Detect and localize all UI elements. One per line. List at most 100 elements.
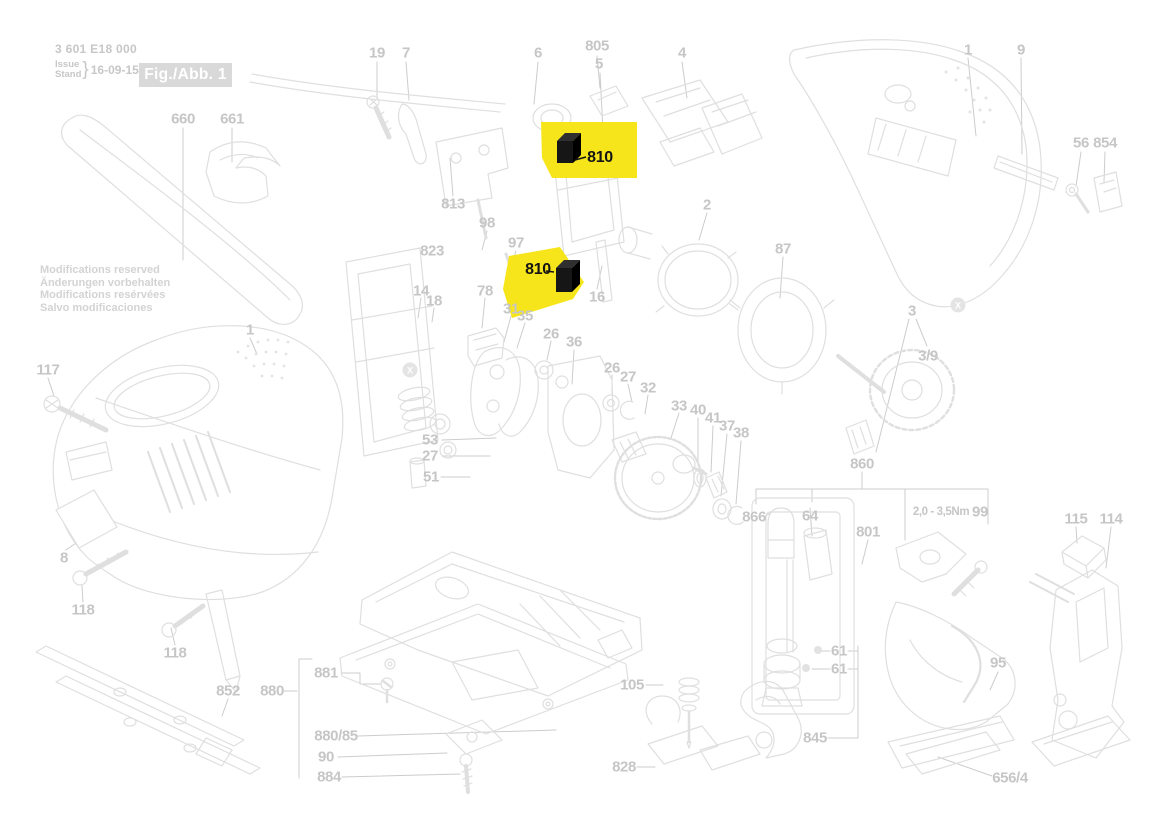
sketch-bracket-36 <box>547 355 615 479</box>
sketch-foot-right <box>1029 535 1131 767</box>
sketch-bracket-828 <box>645 695 761 771</box>
part-label-3-9: 3/9 <box>918 347 938 365</box>
sketch-armature-2 <box>618 226 739 317</box>
sketch-rod-16 <box>595 239 613 303</box>
sketch-field-ring-87 <box>729 277 835 395</box>
sketch-saddle-661 <box>205 141 281 204</box>
part-label-656-4: 656/4 <box>992 769 1028 787</box>
part-label-5: 5 <box>595 55 603 73</box>
carbon-brush-icon <box>556 260 580 292</box>
sketch-baseplate-880 <box>339 551 643 794</box>
carbon-brush-icon <box>557 133 581 163</box>
modification-note-line: Änderungen vorbehalten <box>40 276 171 289</box>
part-label-56: 56 <box>1073 134 1089 152</box>
unavailable-part-marker-icon: X <box>950 297 966 313</box>
modification-note-line: Modifications reserved <box>40 264 160 276</box>
highlighted-part-label: 810 <box>587 149 613 166</box>
part-label-95: 95 <box>990 654 1006 672</box>
sketch-strips-852 <box>35 645 261 775</box>
part-label-36: 36 <box>566 333 582 351</box>
part-label-866: 866 <box>742 508 766 526</box>
part-label-78: 78 <box>477 282 493 300</box>
sketch-foot-left <box>884 601 1016 775</box>
part-label-32: 32 <box>640 379 656 397</box>
figure-label-box: Fig./Abb. 1 <box>139 63 232 87</box>
part-label-31: 31 <box>503 300 519 318</box>
part-label-854: 854 <box>1093 134 1117 152</box>
part-label-6: 6 <box>534 44 542 62</box>
part-label-61: 61 <box>831 642 847 660</box>
part-label-117: 117 <box>36 361 60 379</box>
part-label-105: 105 <box>620 676 644 694</box>
part-label-3: 3 <box>908 302 916 320</box>
part-label-97: 97 <box>508 234 524 252</box>
part-label-64: 64 <box>802 507 818 525</box>
part-label-41: 41 <box>705 409 721 427</box>
sketch-screws-118 <box>72 549 206 638</box>
sketch-connector-78 <box>467 327 505 367</box>
part-label-51: 51 <box>423 468 439 486</box>
highlight-810-top <box>541 122 637 178</box>
part-label-26: 26 <box>543 325 559 343</box>
part-label-828: 828 <box>612 758 636 776</box>
sketch-lever-845 <box>740 680 802 759</box>
part-label-114: 114 <box>1099 510 1123 528</box>
part-label-98: 98 <box>479 214 495 232</box>
sketch-armature-3 <box>836 348 956 455</box>
part-label-1: 1 <box>964 41 972 59</box>
document-part-number: 3 601 E18 000 <box>55 42 137 56</box>
highlight-810-bottom <box>503 247 584 318</box>
part-label-845: 845 <box>803 729 827 747</box>
sketch-clip-7 <box>397 103 427 165</box>
part-label-33: 33 <box>671 397 687 415</box>
part-label-18: 18 <box>426 292 442 310</box>
part-label-2-0---3-5Nm: 2,0 - 3,5Nm <box>912 506 970 518</box>
issue-date: 16-09-15 <box>90 63 139 77</box>
part-label-880-85: 880/85 <box>314 727 358 745</box>
sketch-bar-660 <box>61 114 303 325</box>
sketch-parts-56-854 <box>1065 171 1123 214</box>
part-label-40: 40 <box>690 401 706 419</box>
part-label-661: 661 <box>220 110 244 128</box>
sketch-sticker-8 <box>55 489 118 549</box>
part-label-801: 801 <box>856 523 880 541</box>
part-label-852: 852 <box>216 682 240 700</box>
part-label-27: 27 <box>620 368 636 386</box>
sketch-screw-19 <box>366 95 392 140</box>
sketch-gear-train <box>534 360 744 525</box>
part-label-881: 881 <box>314 664 338 682</box>
sketch-plates-31-35 <box>470 347 539 437</box>
unavailable-part-marker-icon: X <box>402 362 418 378</box>
part-label-27: 27 <box>422 447 438 465</box>
part-label-1: 1 <box>246 321 254 339</box>
part-label-118: 118 <box>163 644 187 662</box>
part-label-884: 884 <box>317 768 341 786</box>
part-label-90: 90 <box>318 748 334 766</box>
sketch-switch-4 <box>641 79 763 167</box>
sketch-body-left <box>52 325 344 693</box>
sketch-spring-105 <box>678 677 700 749</box>
header: 3 601 E18 000 Issue Stand } 16-09-15 <box>55 42 139 81</box>
part-label-53: 53 <box>422 431 438 449</box>
part-label-61: 61 <box>831 660 847 678</box>
part-label-2: 2 <box>703 196 711 214</box>
part-label-9: 9 <box>1017 41 1025 59</box>
part-label-16: 16 <box>589 288 605 306</box>
part-label-87: 87 <box>775 240 791 258</box>
part-label-26: 26 <box>604 359 620 377</box>
part-label-660: 660 <box>171 110 195 128</box>
part-label-118: 118 <box>71 601 95 619</box>
part-label-880: 880 <box>260 682 284 700</box>
part-label-19: 19 <box>369 44 385 62</box>
brace-glyph: } <box>82 59 89 80</box>
part-label-115: 115 <box>1064 510 1088 528</box>
part-label-7: 7 <box>402 44 410 62</box>
part-label-38: 38 <box>733 424 749 442</box>
part-label-805: 805 <box>585 37 609 55</box>
sketch-clamp-99 <box>895 531 988 597</box>
part-label-99: 99 <box>972 503 988 521</box>
modification-note-line: Modifications resérvées <box>40 289 166 301</box>
